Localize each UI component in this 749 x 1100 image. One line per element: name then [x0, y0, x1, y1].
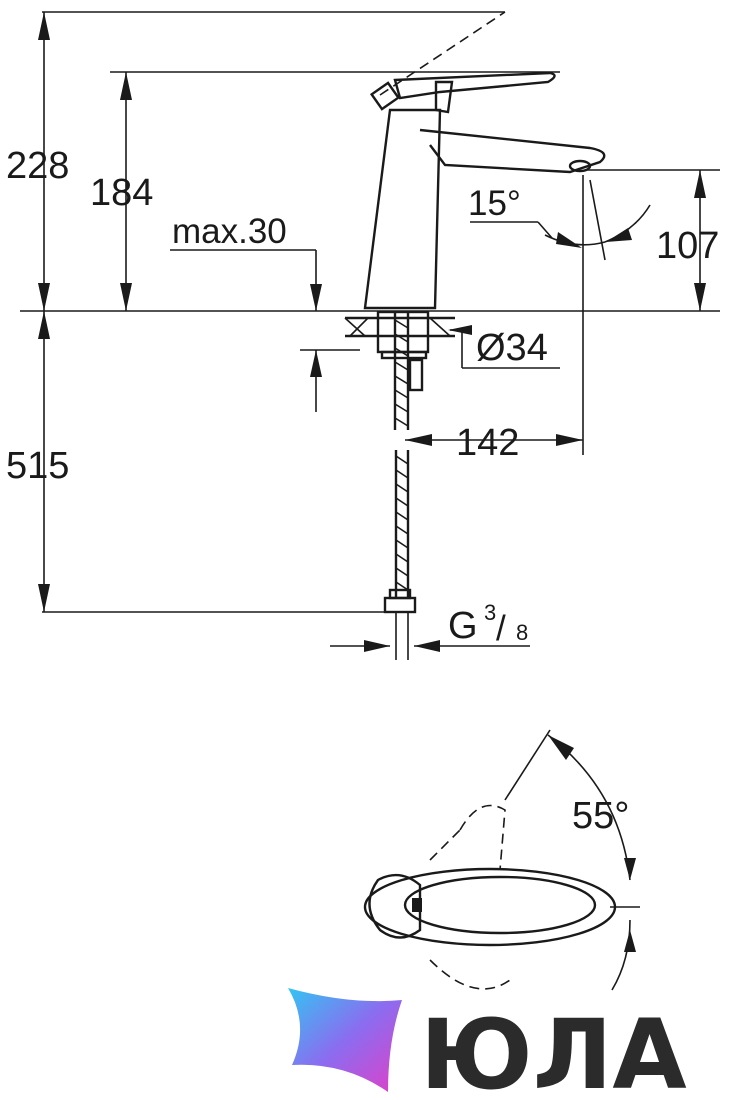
label-thread: G 3 / 8: [448, 600, 528, 648]
label-228: 228: [6, 145, 69, 187]
mounting-assembly: [344, 310, 455, 430]
faucet-side-view: [363, 11, 651, 310]
dimension-max30: [170, 249, 360, 412]
thread-letter: G: [448, 605, 478, 647]
dimension-d34: [448, 325, 560, 369]
label-max30: max.30: [172, 212, 287, 251]
label-15deg: 15°: [468, 184, 521, 223]
dimension-107: [694, 170, 706, 311]
brand-star-icon: [288, 988, 402, 1092]
label-184: 184: [90, 172, 153, 214]
label-515: 515: [6, 445, 69, 487]
brand-name: ЮЛА: [420, 999, 687, 1100]
label-d34: Ø34: [476, 327, 548, 369]
reference-lines: [20, 11, 720, 613]
dimension-228: [38, 12, 50, 311]
thread-denominator: 8: [516, 620, 528, 645]
thread-numerator: 3: [484, 600, 496, 625]
dimension-184: [120, 72, 132, 311]
supply-hose: [383, 450, 417, 660]
label-142: 142: [456, 422, 519, 464]
label-107: 107: [656, 225, 719, 267]
dimension-142: [405, 434, 583, 446]
thread-slash: /: [496, 609, 506, 648]
label-55deg: 55°: [572, 795, 629, 837]
dimension-thread: [330, 640, 530, 652]
dimension-515: [38, 311, 50, 612]
faucet-top-view: [363, 729, 640, 991]
brand-logo: ЮЛА: [288, 988, 687, 1100]
